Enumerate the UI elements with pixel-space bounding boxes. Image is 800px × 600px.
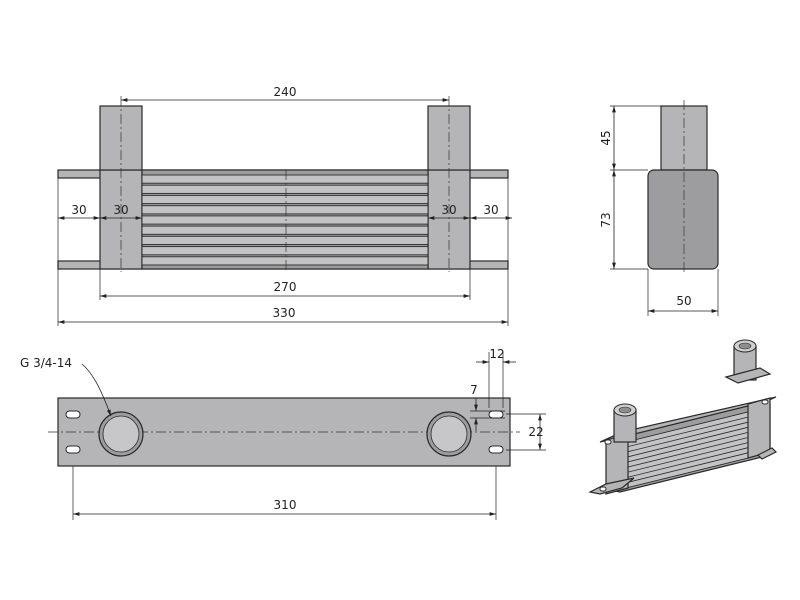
dim-pipe-spacing: 240 [274, 85, 297, 99]
front-fin [141, 246, 429, 256]
front-fin [141, 205, 429, 215]
front-core-fins [141, 174, 429, 266]
dim-slot-spacing: 22 [528, 425, 543, 439]
mount-slot-top-left [65, 410, 81, 419]
front-fin [141, 194, 429, 205]
front-fin [141, 256, 429, 266]
side-view: 45 73 50 [599, 100, 719, 316]
dim-overall-length: 330 [273, 306, 296, 320]
front-view: 240 30 30 30 30 270 330 [57, 85, 512, 326]
mount-slot-top-right [488, 410, 504, 419]
iso-core-fins [625, 416, 749, 484]
iso-fin [625, 416, 749, 448]
dim-right-outer-flange: 30 [483, 203, 498, 217]
mount-slot-bottom-right [488, 445, 504, 454]
dim-pipe-height: 45 [599, 130, 613, 145]
dim-left-outer-flange: 30 [71, 203, 86, 217]
front-fin [141, 215, 429, 225]
iso-fin [625, 437, 749, 468]
dim-mount-hole-spacing: 310 [274, 498, 297, 512]
dim-slot-offset: 7 [470, 383, 478, 397]
iso-fin [625, 432, 749, 463]
front-fin [141, 235, 429, 245]
iso-fin [625, 426, 749, 458]
iso-fin [625, 442, 749, 473]
dim-left-inner-flange: 30 [113, 203, 128, 217]
dim-core-length: 270 [274, 280, 297, 294]
mount-slot-bottom-left [65, 445, 81, 454]
front-fin [141, 174, 429, 184]
top-view: G 3/4-14 12 7 22 310 [20, 347, 546, 520]
front-fin [141, 225, 429, 235]
dim-slot-width: 12 [489, 347, 504, 361]
dim-core-height: 73 [599, 212, 613, 227]
dim-right-inner-flange: 30 [441, 203, 456, 217]
iso-fin [625, 421, 749, 453]
front-fin [141, 184, 429, 194]
thread-spec-label: G 3/4-14 [20, 356, 72, 370]
iso-fin [625, 452, 749, 484]
side-core [647, 169, 719, 270]
isometric-view [588, 339, 778, 495]
iso-fin [625, 447, 749, 479]
dim-core-depth: 50 [676, 294, 691, 308]
